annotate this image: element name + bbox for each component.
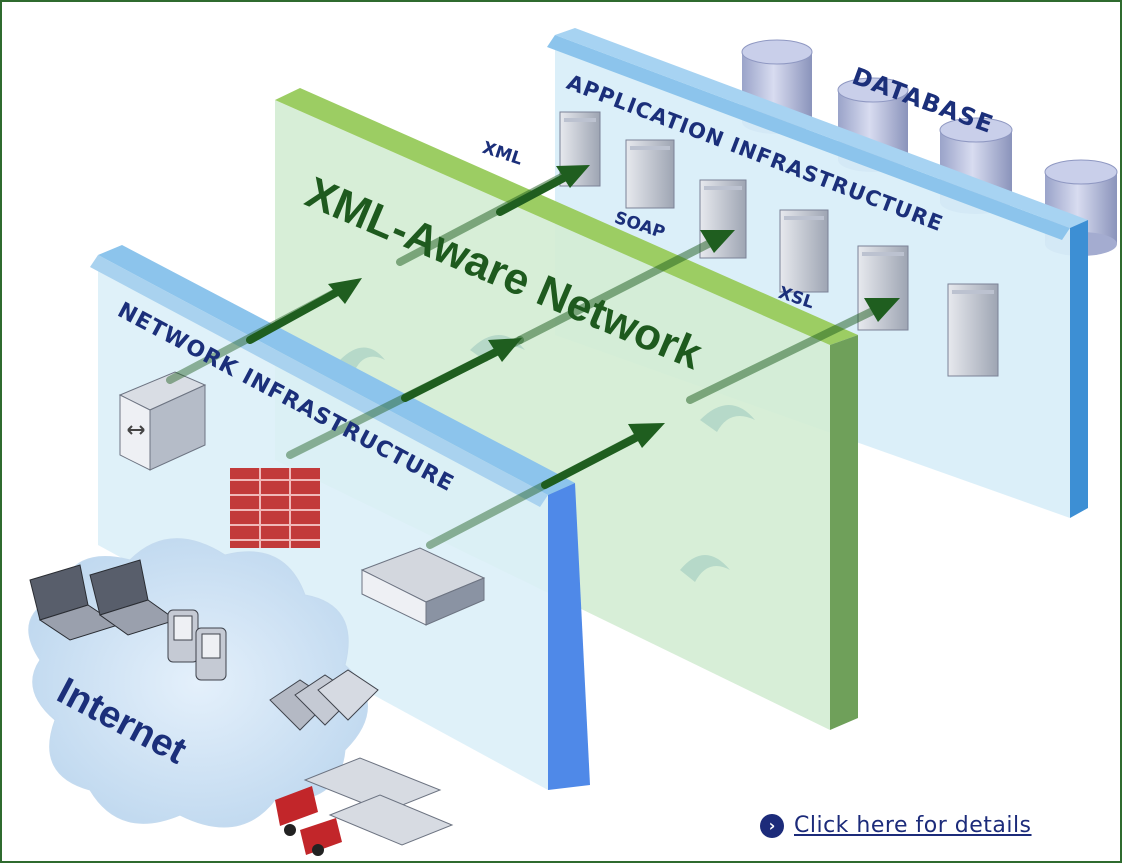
client-devices — [29, 559, 454, 856]
chevron-right-circle-icon: › — [760, 813, 784, 838]
server-icon — [947, 283, 999, 377]
terminal-icon — [269, 669, 379, 731]
server-icon — [625, 139, 675, 209]
laptop-icon — [89, 559, 178, 636]
server-icon — [779, 209, 829, 293]
network-devices — [118, 371, 486, 626]
data-flow-arrows — [166, 165, 900, 549]
details-link-text: Click here for details — [794, 813, 1032, 838]
network-infrastructure-panel — [90, 245, 590, 790]
router-icon — [360, 547, 486, 626]
truck-icon — [275, 757, 454, 856]
firewall-icon — [230, 468, 320, 548]
details-link[interactable]: › Click here for details — [760, 813, 1032, 838]
pda-icon — [167, 609, 227, 681]
switch-icon — [118, 371, 207, 471]
laptop-icon — [29, 564, 120, 641]
